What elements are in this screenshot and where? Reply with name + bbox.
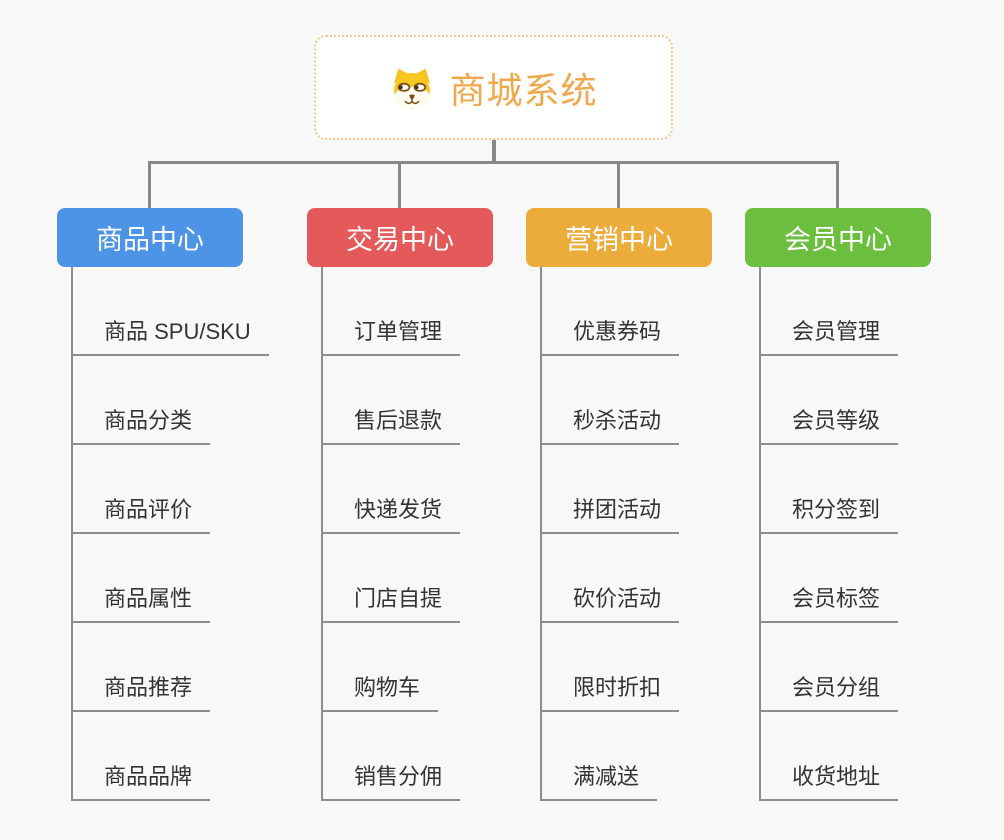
topic-sales-commission[interactable]: 销售分佣 (321, 763, 461, 801)
topic-shipping-address[interactable]: 收货地址 (759, 763, 899, 801)
branch-label: 交易中心 (346, 225, 454, 255)
topic-flash-sale[interactable]: 秒杀活动 (540, 407, 680, 445)
connector-branch-drop-2 (398, 164, 401, 208)
topic-bargain-activity[interactable]: 砍价活动 (540, 585, 680, 623)
branch-trade-center[interactable]: 交易中心 (307, 208, 493, 267)
spine-product-center (71, 267, 73, 801)
topic-member-tag[interactable]: 会员标签 (759, 585, 899, 623)
topic-goods-brand[interactable]: 商品品牌 (71, 763, 211, 801)
branch-member-center[interactable]: 会员中心 (745, 208, 931, 267)
connector-branch-drop-3 (617, 164, 620, 208)
topic-limited-discount[interactable]: 限时折扣 (540, 674, 680, 712)
topic-member-management[interactable]: 会员管理 (759, 318, 899, 356)
topic-coupon-code[interactable]: 优惠券码 (540, 318, 680, 356)
spine-member-center (759, 267, 761, 801)
topic-shopping-cart[interactable]: 购物车 (321, 674, 439, 712)
root-node-title: 商城系统 (449, 69, 598, 111)
connector-horizontal (148, 161, 839, 164)
topic-goods-category[interactable]: 商品分类 (71, 407, 211, 445)
topic-full-reduction[interactable]: 满减送 (540, 763, 658, 801)
topic-goods-review[interactable]: 商品评价 (71, 496, 211, 534)
topic-member-level[interactable]: 会员等级 (759, 407, 899, 445)
topic-store-pickup[interactable]: 门店自提 (321, 585, 461, 623)
root-node-mall-system[interactable]: 商城系统 (314, 35, 673, 140)
topic-group-buy[interactable]: 拼团活动 (540, 496, 680, 534)
spine-trade-center (321, 267, 323, 801)
topic-express-delivery[interactable]: 快递发货 (321, 496, 461, 534)
connector-branch-drop-4 (836, 164, 839, 208)
topic-aftersale-refund[interactable]: 售后退款 (321, 407, 461, 445)
topic-goods-spu-sku[interactable]: 商品 SPU/SKU (71, 318, 269, 356)
branch-label: 商品中心 (96, 225, 204, 255)
branch-marketing-center[interactable]: 营销中心 (526, 208, 712, 267)
topic-goods-attribute[interactable]: 商品属性 (71, 585, 211, 623)
branch-product-center[interactable]: 商品中心 (57, 208, 243, 267)
topic-goods-recommend[interactable]: 商品推荐 (71, 674, 211, 712)
topic-order-management[interactable]: 订单管理 (321, 318, 461, 356)
spine-marketing-center (540, 267, 542, 801)
connector-root-drop (492, 140, 496, 164)
topic-member-group[interactable]: 会员分组 (759, 674, 899, 712)
branch-label: 营销中心 (565, 225, 673, 255)
connector-branch-drop-1 (148, 164, 151, 208)
topic-points-checkin[interactable]: 积分签到 (759, 496, 899, 534)
dog-face-icon (389, 66, 435, 110)
branch-label: 会员中心 (784, 225, 892, 255)
